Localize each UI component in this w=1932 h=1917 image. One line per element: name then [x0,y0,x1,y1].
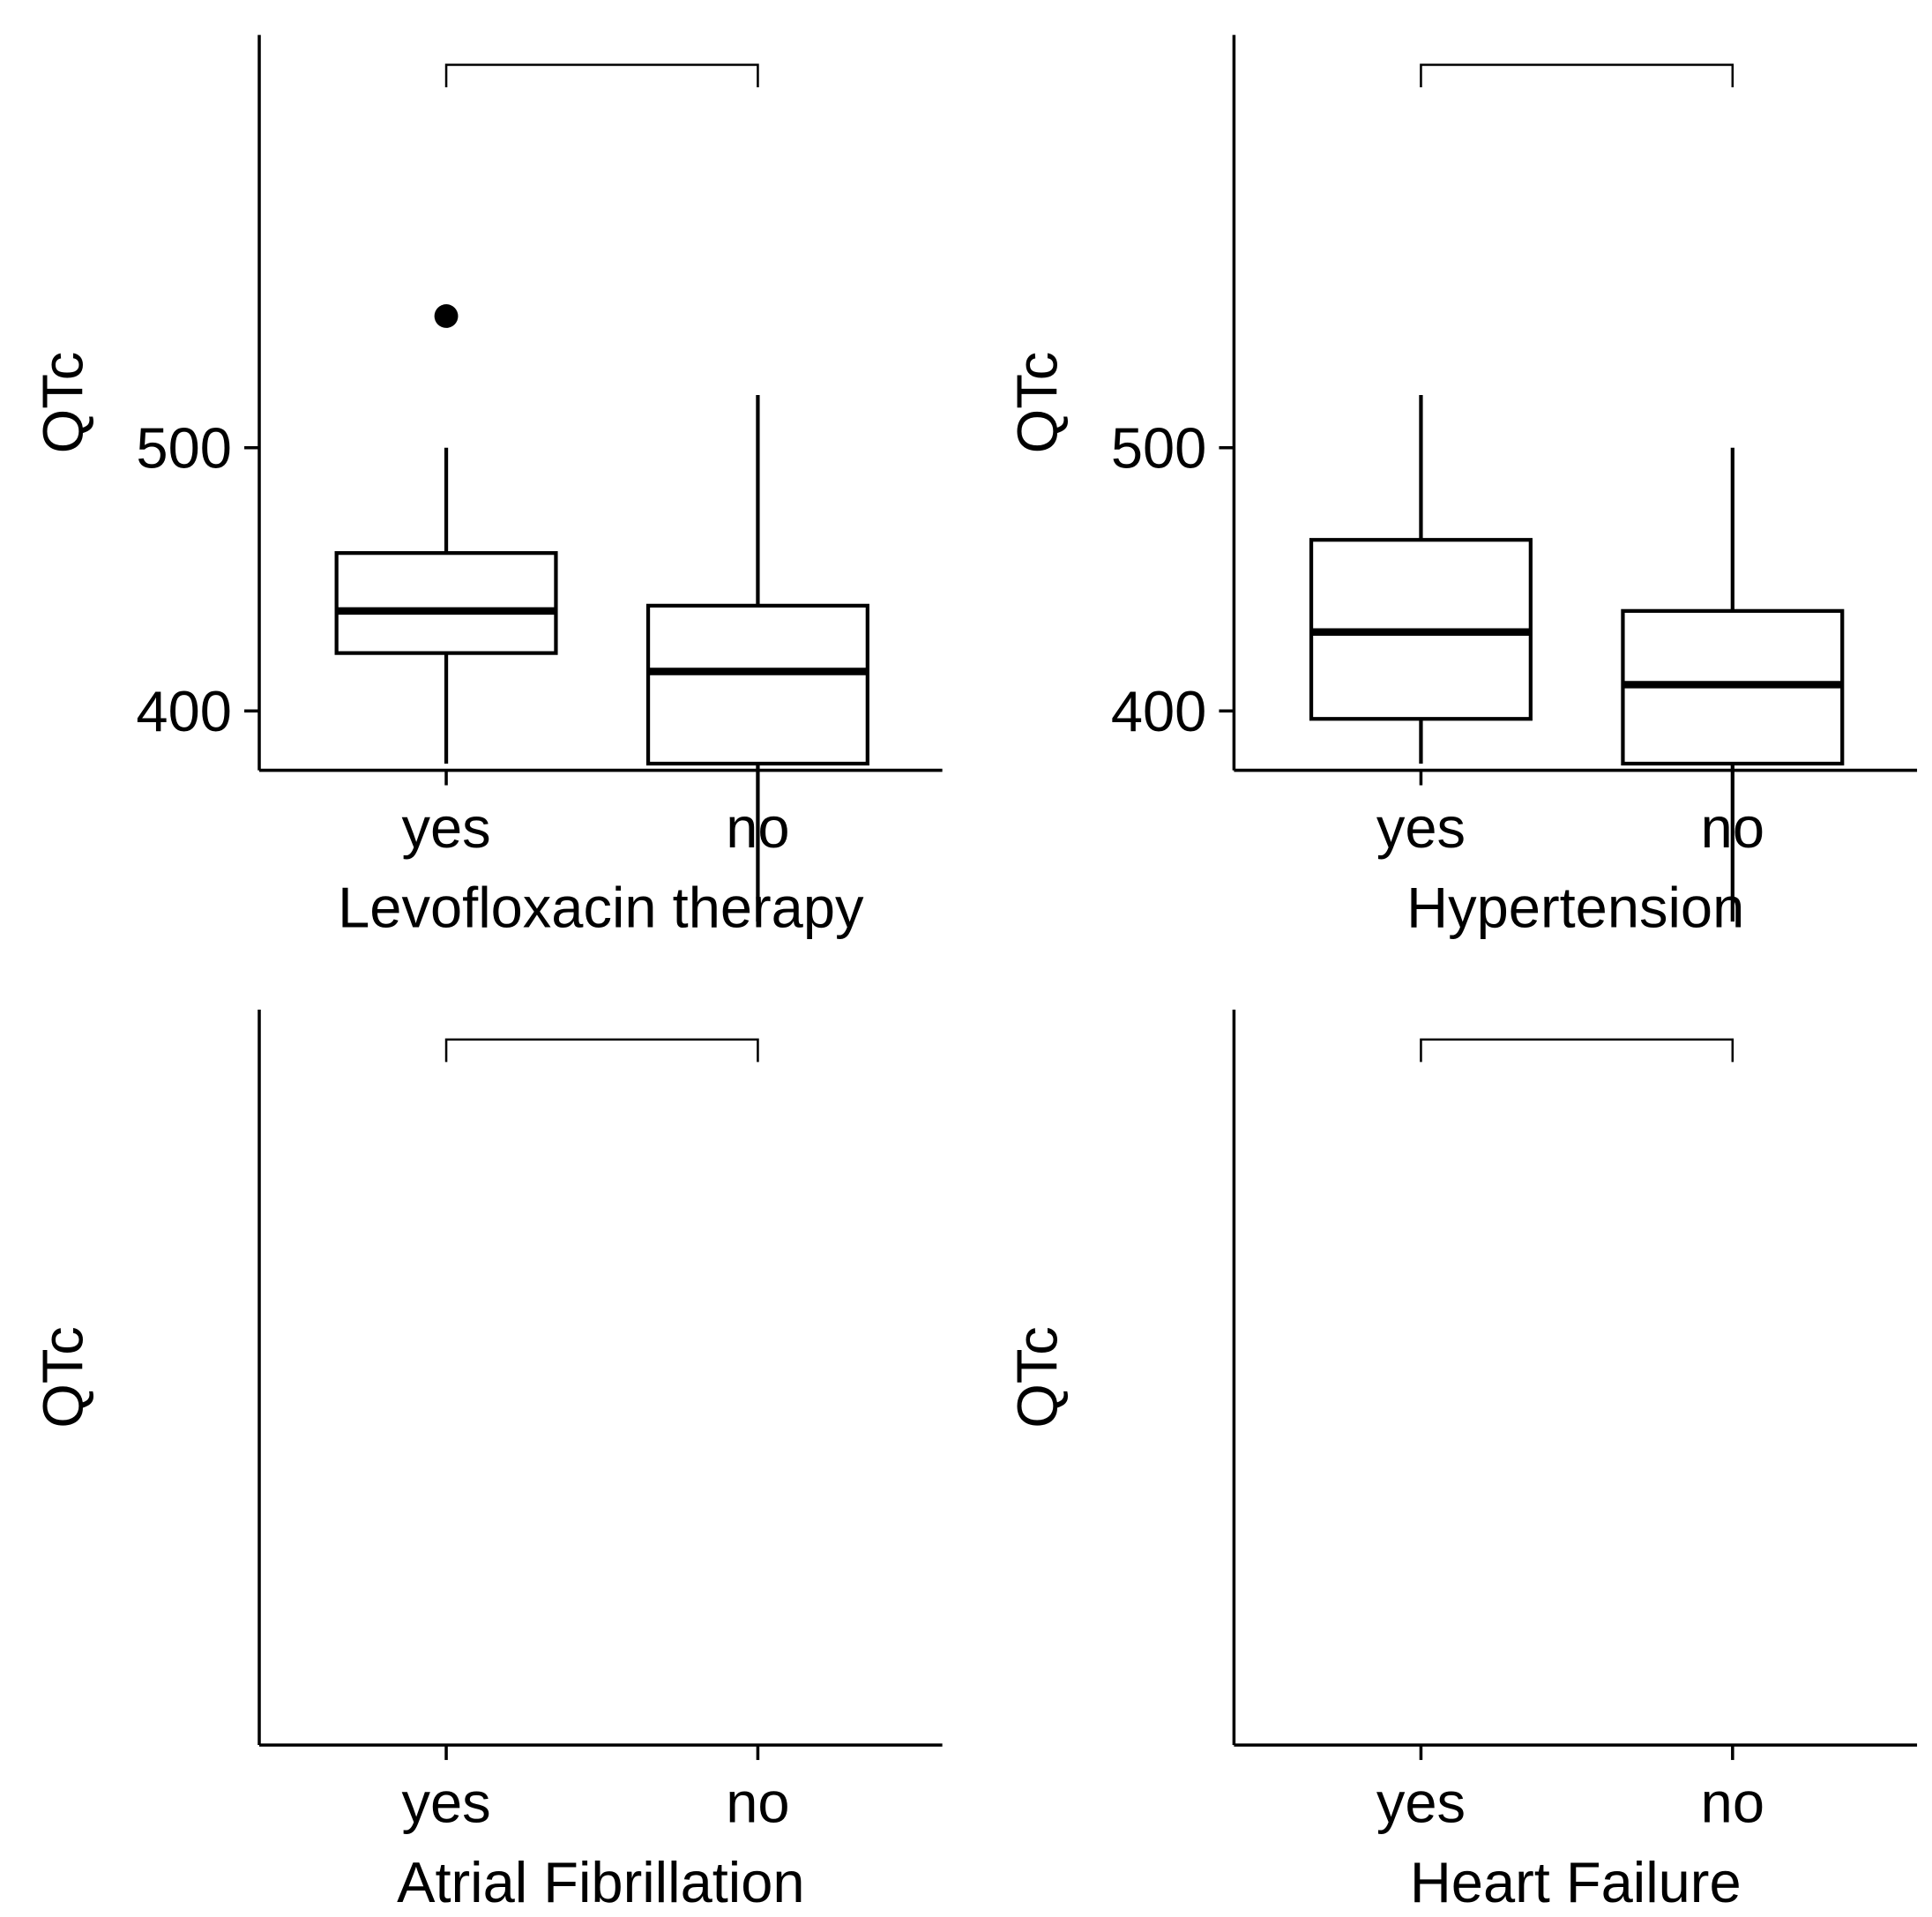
comparison-bracket [1420,1038,1734,1063]
x-tick-label: yes [1376,1771,1466,1835]
y-axis-title: QTc [30,1326,94,1428]
y-axis-title: QTc [30,352,94,454]
x-tick-label: yes [1376,795,1466,860]
box-yes [1309,395,1533,764]
outlier-point [434,304,459,328]
chart-panel-2: 400500QTcyesnoHypertension [1005,34,1918,940]
x-tick-label: no [1701,1771,1764,1835]
x-axis-title: Hypertension [1406,876,1744,940]
y-tick-label: 400 [1111,679,1206,743]
x-tick-label: yes [401,1771,490,1835]
iqr-box [645,603,869,766]
y-axis-title: QTc [1005,352,1070,454]
box-yes [334,304,558,764]
comparison-bracket [444,63,759,87]
box-no [645,395,869,922]
iqr-box [334,551,558,655]
x-tick-label: no [726,1771,789,1835]
x-axis-title: Heart Failure [1410,1850,1742,1914]
comparison-bracket [1420,63,1734,87]
box-no [1621,447,1845,922]
y-axis-title: QTc [1005,1326,1070,1428]
x-axis-title: Levofloxacin therapy [338,876,864,940]
y-tick-label: 500 [136,415,231,480]
x-axis-title: Atrial Fibrillation [397,1850,804,1914]
y-tick-label: 500 [1111,415,1206,480]
x-tick-label: yes [401,795,490,860]
y-tick-label: 400 [136,679,231,743]
comparison-bracket [444,1038,759,1063]
